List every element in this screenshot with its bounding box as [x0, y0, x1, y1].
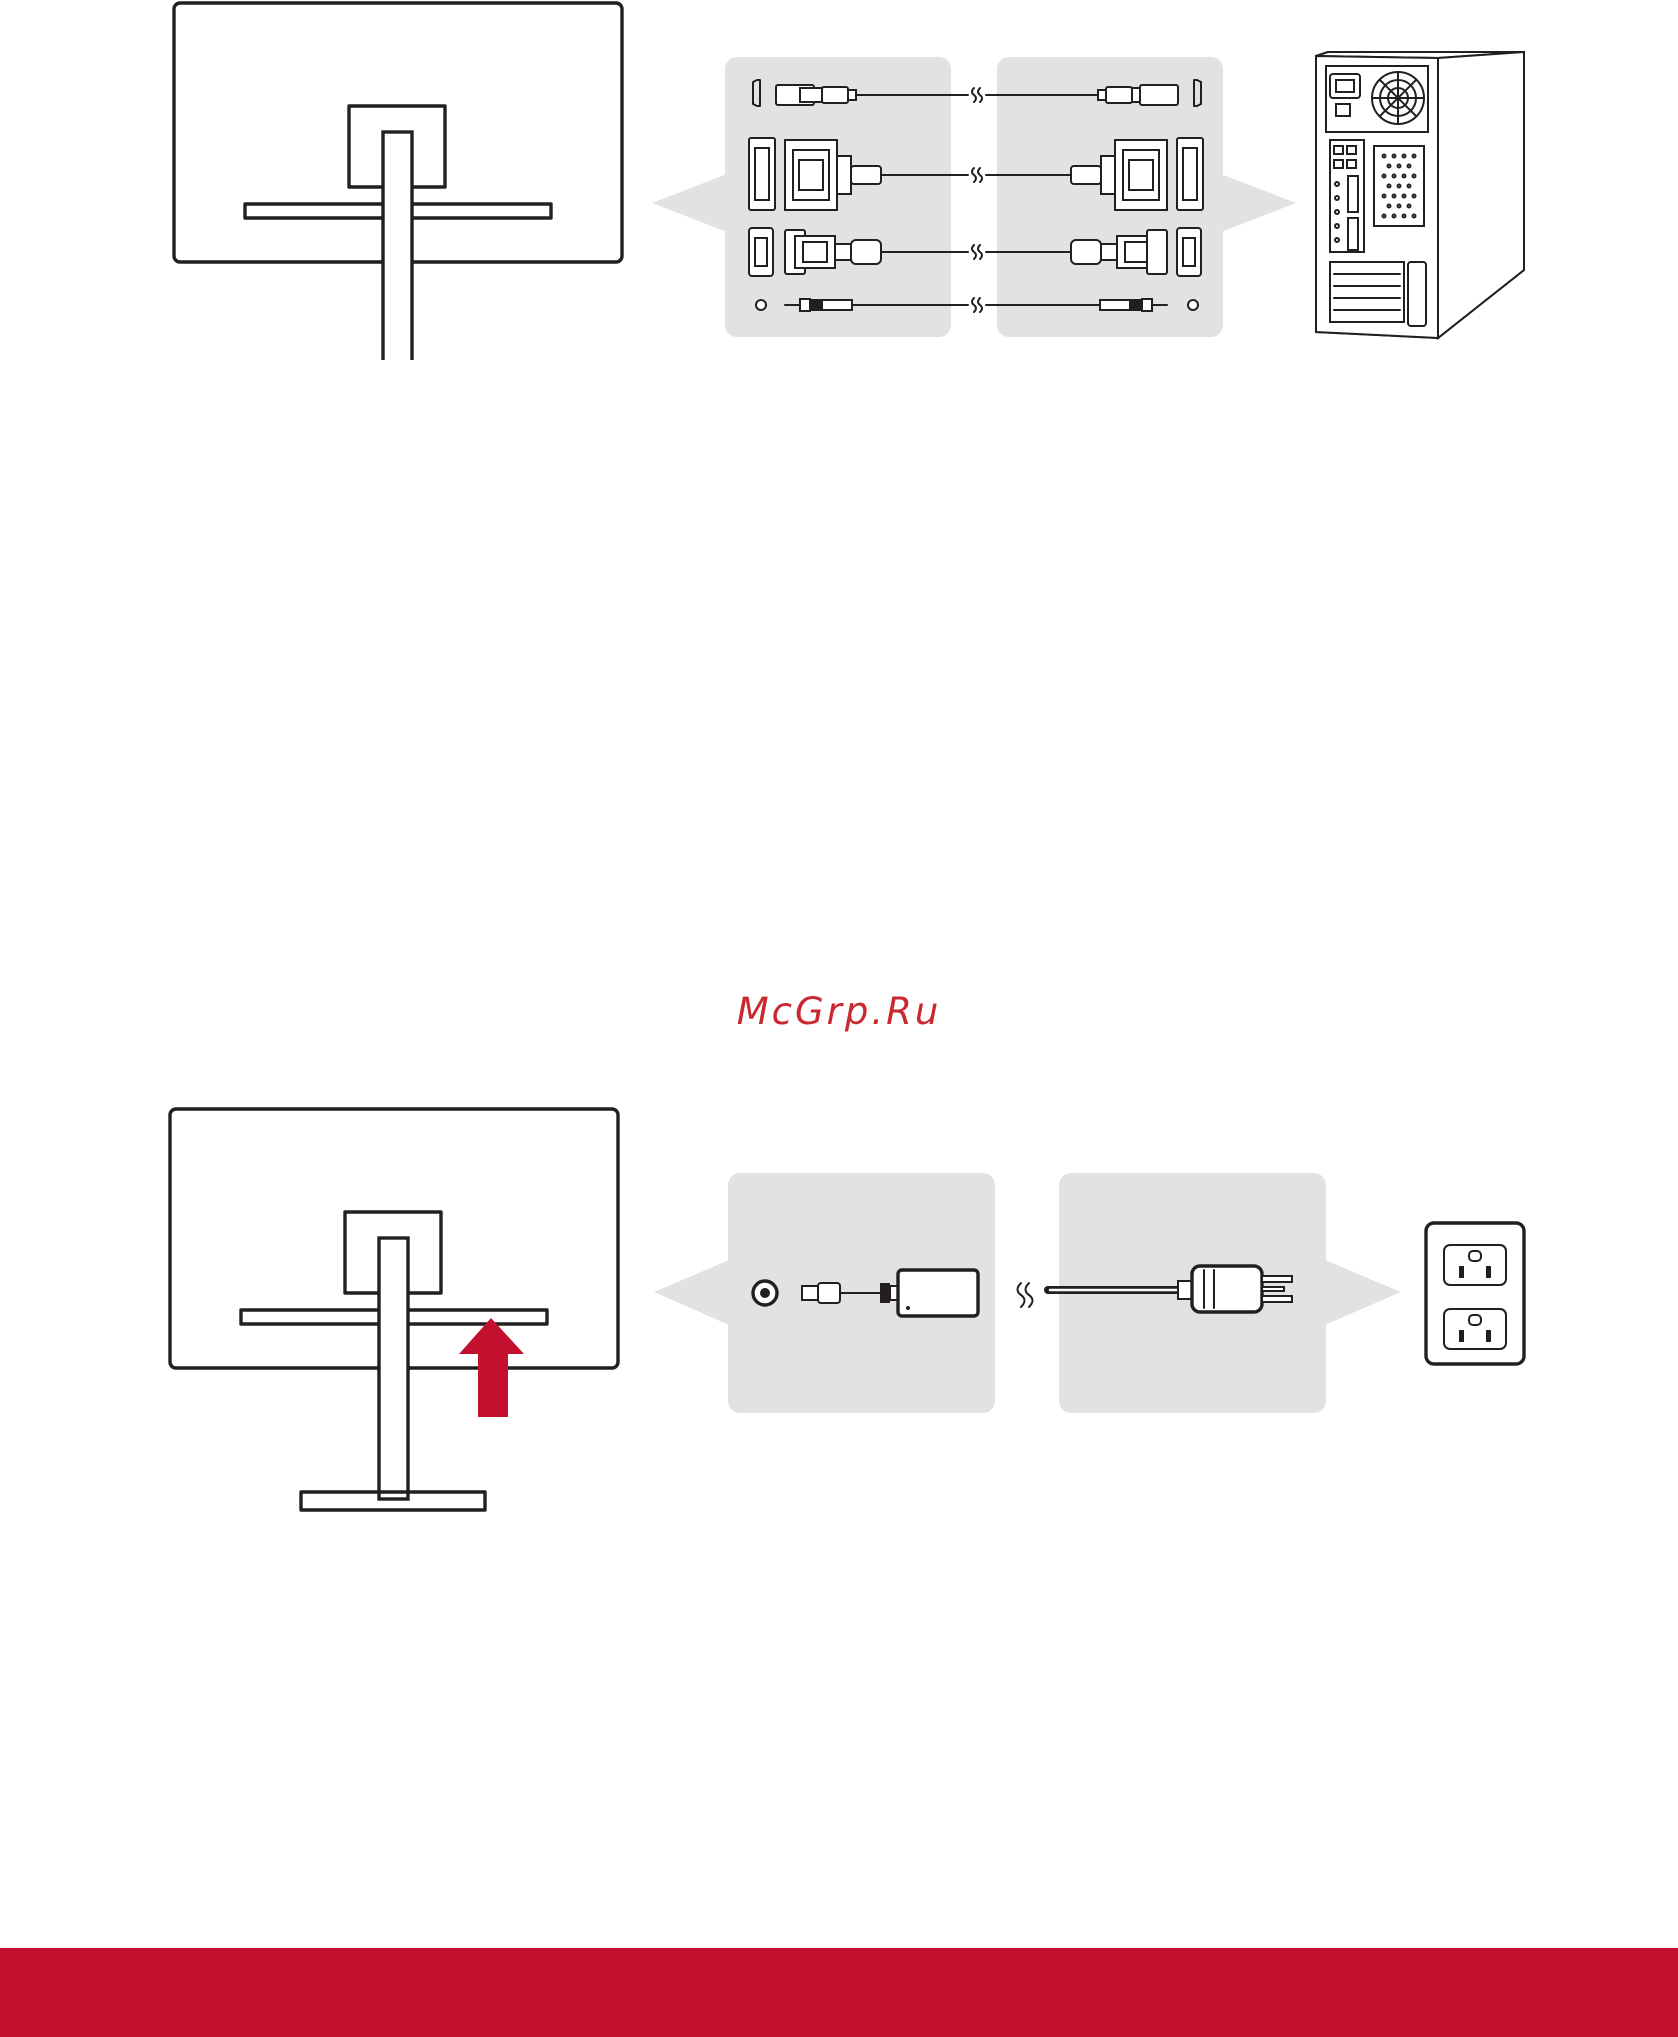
monitor-back-icon: [170, 1109, 618, 1510]
footer-bar: [0, 1948, 1678, 2037]
audio-cable-icon: [756, 298, 1198, 312]
monitor-back-icon: [174, 3, 622, 360]
power-connection-figure: [0, 1090, 1678, 1530]
cable-break-icon: [1018, 1283, 1033, 1307]
video-connection-figure: [0, 0, 1678, 360]
watermark-text: McGrp.Ru: [0, 990, 1678, 1033]
vga-cable-icon: [749, 228, 1201, 276]
desktop-pc-icon: [1316, 52, 1524, 338]
dvi-cable-icon: [749, 138, 1203, 210]
wall-outlet-icon: [1426, 1223, 1524, 1364]
